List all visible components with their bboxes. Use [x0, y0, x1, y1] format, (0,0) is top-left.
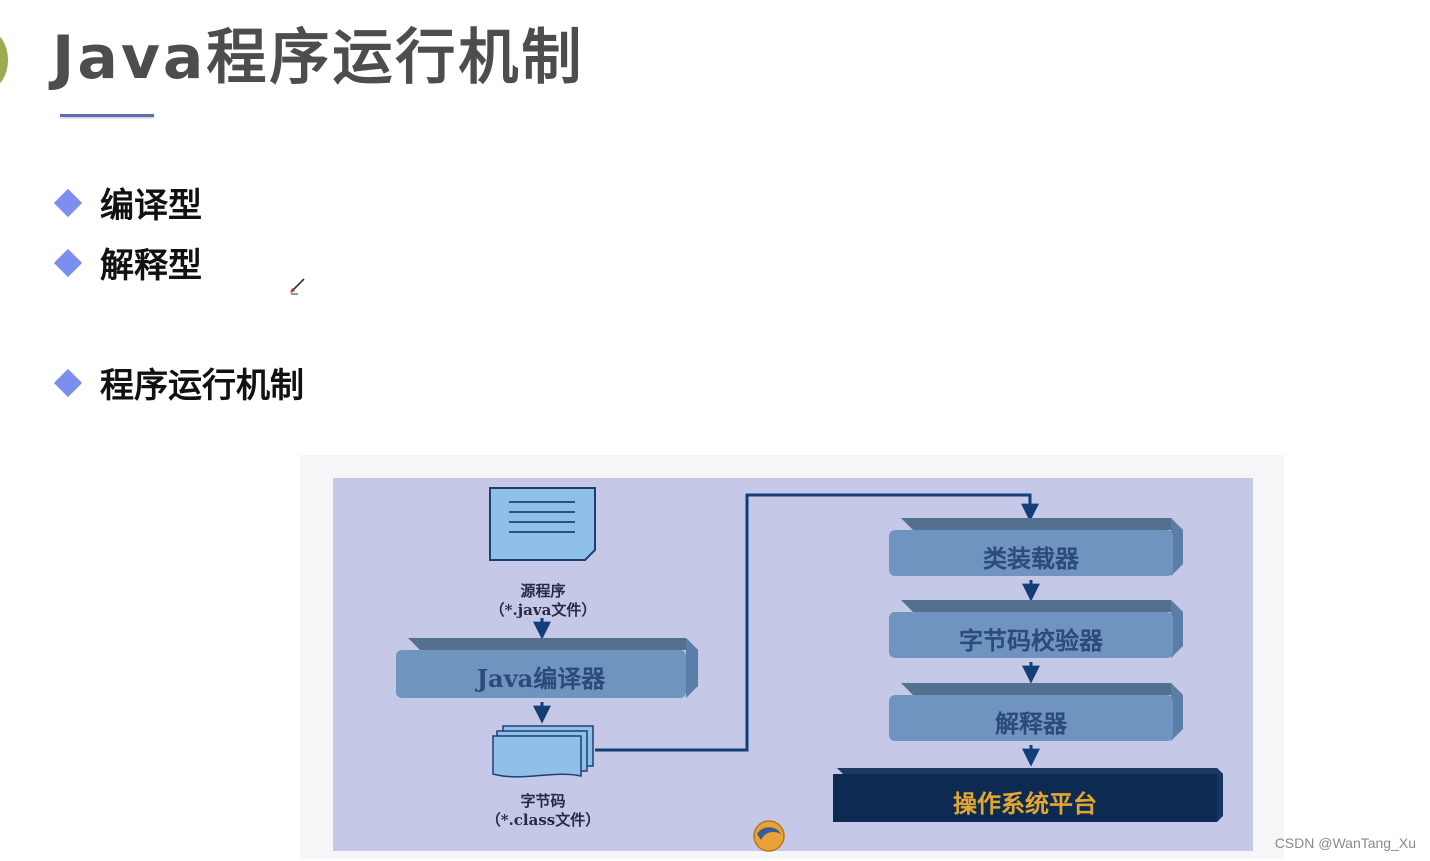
page-title: Java程序运行机制	[52, 23, 585, 93]
compiler-box	[396, 638, 698, 698]
os-platform-box	[833, 768, 1223, 822]
verifier-label: 字节码校验器	[959, 626, 1103, 655]
bullet-item-interpreted: 解释型	[53, 238, 202, 287]
diamond-bullet-icon	[53, 368, 83, 397]
bullet-label: 程序运行机制	[100, 366, 304, 406]
compiler-label: Java编译器	[476, 664, 606, 693]
bullet-item-compiled: 编译型	[53, 178, 202, 227]
diamond-bullet-icon	[53, 188, 83, 217]
interpreter-box	[889, 683, 1183, 741]
title-underline	[60, 114, 154, 117]
bullet-label: 编译型	[100, 186, 202, 226]
bytecode-caption: 字节码 （*.class文件）	[485, 792, 601, 829]
interpreter-label: 解释器	[995, 709, 1067, 738]
bullet-item-run-mechanism: 程序运行机制	[53, 358, 304, 407]
bytecode-files-icon	[492, 725, 594, 778]
bullet-label: 解释型	[100, 246, 202, 286]
verifier-box	[889, 600, 1183, 658]
source-file-icon	[489, 487, 596, 561]
class-loader-box	[889, 518, 1183, 576]
title-accent-dot	[0, 32, 8, 88]
diamond-bullet-icon	[53, 248, 83, 277]
logo-icon	[753, 820, 785, 852]
os-platform-label: 操作系统平台	[953, 789, 1097, 818]
source-caption: 源程序 （*.java文件）	[489, 582, 597, 619]
diagram-graphics	[396, 487, 1223, 852]
class-loader-label: 类装载器	[983, 544, 1079, 573]
arrow-bytecode-to-class-loader	[595, 493, 1039, 752]
java-run-diagram: 源程序 （*.java文件） Java编译器 字节码 （*.class文件） 类…	[333, 478, 1253, 852]
pen-cursor-icon	[290, 278, 305, 295]
watermark: CSDN @WanTang_Xu	[1274, 835, 1416, 851]
